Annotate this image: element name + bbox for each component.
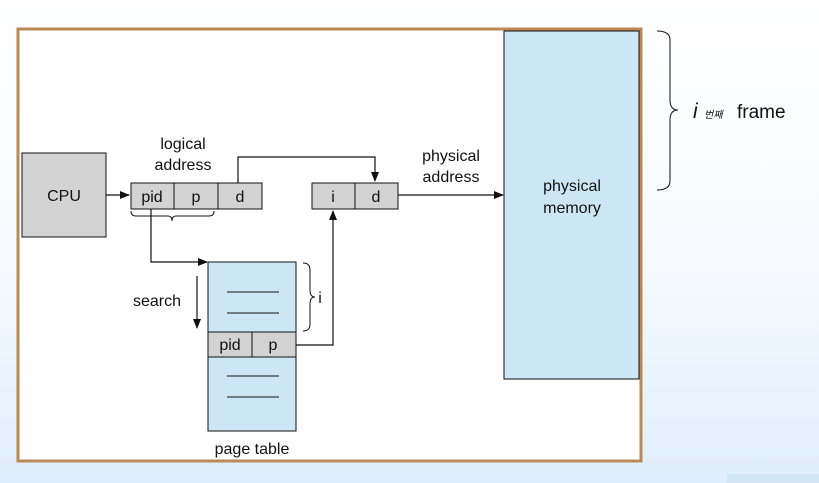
physical-memory-label-line1: physical [543,178,601,195]
page-table-label: page table [215,441,290,458]
page-table-entry-pid [207,331,253,358]
physical-field-d-label: d [372,189,381,206]
logical-field-d [217,182,263,210]
frame-annotation-suffix: 번째 [704,109,724,121]
arrow-offset-route [237,156,379,183]
frame-annotation-word: frame [737,102,786,123]
arrow-entry-to-frame-number [296,210,337,346]
logical-field-p-label: p [192,189,201,206]
physical-memory-label-line2: memory [543,200,601,217]
physical-field-i-label: i [331,189,335,206]
page-table-entry-p-label: p [269,337,278,354]
cpu-box [21,152,107,238]
frame-range-brace [656,30,679,191]
corner-tab [727,474,819,483]
logical-brace [130,210,215,222]
arrow-pid-to-page-table [150,209,208,266]
cpu-label: CPU [47,188,81,205]
physical-address-label-line1: physical [422,148,480,165]
logical-address-label-line2: address [155,157,212,174]
logical-field-d-label: d [236,189,245,206]
page-table-index-brace [302,262,316,332]
physical-address-label-line2: address [423,169,480,186]
search-label: search [133,293,181,310]
logical-field-pid-label: pid [141,189,162,206]
page-table-entry-p [251,331,297,358]
page-table-index-label: i [318,290,322,307]
page-table-entry-pid-label: pid [219,337,240,354]
physical-memory-box [503,30,640,380]
logical-address-label-line1: logical [160,136,205,153]
physical-field-d [354,182,399,210]
frame-annotation: i 번째 frame [693,100,786,123]
frame-annotation-i: i [693,100,699,123]
